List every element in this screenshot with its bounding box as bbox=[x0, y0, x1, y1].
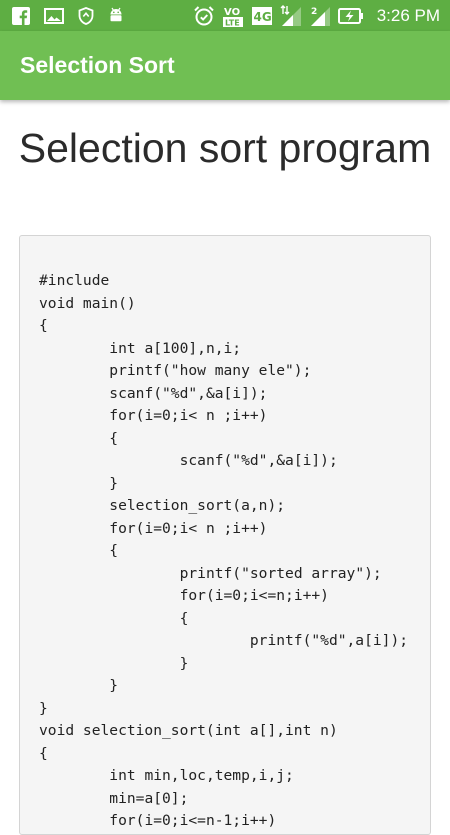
android-icon bbox=[108, 7, 124, 24]
battery-charging-icon bbox=[337, 7, 364, 24]
shield-icon bbox=[78, 6, 94, 25]
app-bar: Selection Sort bbox=[0, 31, 450, 100]
code-block[interactable]: #include void main() { int a[100],n,i; p… bbox=[19, 235, 431, 835]
signal-icon bbox=[280, 4, 302, 27]
alarm-icon bbox=[193, 5, 215, 27]
signal-2-icon: 2 bbox=[309, 5, 331, 27]
facebook-icon bbox=[12, 6, 30, 25]
status-time: 3:26 PM bbox=[376, 5, 440, 25]
svg-text:LTE: LTE bbox=[225, 18, 240, 27]
status-notifications bbox=[12, 6, 124, 25]
code-text: #include void main() { int a[100],n,i; p… bbox=[39, 272, 409, 829]
4g-icon: 4G bbox=[251, 6, 273, 26]
image-icon bbox=[44, 7, 64, 24]
page-title: Selection sort program bbox=[18, 125, 432, 171]
svg-text:2: 2 bbox=[311, 7, 317, 17]
svg-text:VO: VO bbox=[224, 7, 240, 18]
app-bar-title: Selection Sort bbox=[20, 52, 175, 78]
network-label: 4G bbox=[253, 10, 271, 24]
